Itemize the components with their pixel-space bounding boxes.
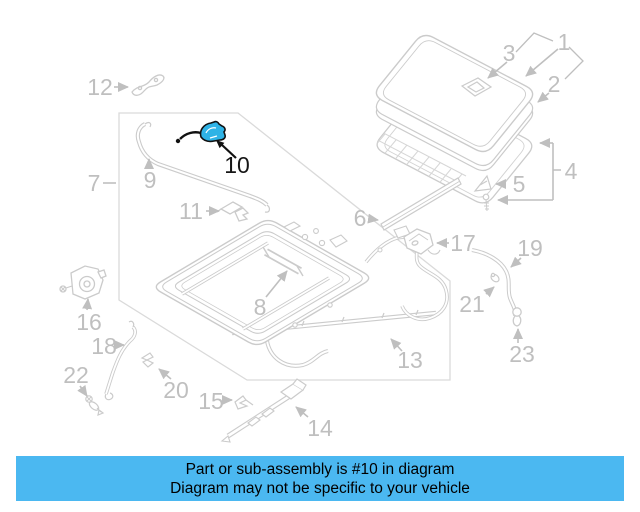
callout-23[interactable]: 23: [509, 341, 535, 367]
part-17-drain-spout: [403, 228, 441, 255]
banner-line1: Part or sub-assembly is #10 in diagram: [185, 461, 455, 478]
part-18-rod: [104, 320, 137, 401]
part-9-deflector: [135, 121, 271, 213]
highlight-arrowhead: [216, 140, 225, 149]
info-banner: Part or sub-assembly is #10 in diagram D…: [16, 456, 624, 501]
bracket-4: [552, 143, 561, 200]
callout-leaders: [77, 32, 584, 418]
callout-16[interactable]: 16: [76, 309, 102, 335]
bracket-1-2: [564, 46, 584, 80]
part-22-bolt: [85, 395, 105, 416]
part-19-drain-hose: [471, 248, 518, 317]
leader-8: [265, 270, 288, 298]
glass-panel: [375, 34, 534, 153]
callout-15[interactable]: 15: [198, 388, 224, 414]
leader-20: [158, 368, 172, 380]
callout-8[interactable]: 8: [254, 294, 267, 320]
callout-17[interactable]: 17: [450, 230, 476, 256]
callout-12[interactable]: 12: [87, 74, 113, 100]
leader-3: [487, 61, 508, 79]
callout-numbers: 1 2 3 4 5 6 7 8 9 10 11 12 13 14 15 16 1…: [63, 29, 577, 441]
leader-22: [77, 384, 88, 397]
callout-19[interactable]: 19: [517, 235, 543, 261]
banner-line2: Diagram may not be specific to your vehi…: [170, 480, 470, 497]
callout-2[interactable]: 2: [548, 71, 561, 97]
part-20-clip: [140, 352, 155, 368]
leader-13: [390, 338, 403, 352]
leader-1: [525, 48, 559, 77]
callout-20[interactable]: 20: [163, 377, 189, 403]
frame-center-guide: [262, 246, 304, 277]
glass-latch: [460, 77, 493, 97]
callout-22[interactable]: 22: [63, 362, 89, 388]
callout-9[interactable]: 9: [144, 167, 157, 193]
callout-13[interactable]: 13: [397, 347, 423, 373]
frame-mechanism-details: [282, 221, 348, 328]
callout-1[interactable]: 1: [558, 29, 571, 55]
callout-3[interactable]: 3: [503, 40, 516, 66]
part-10-detail: [205, 127, 218, 139]
leader-2: [537, 91, 550, 103]
callout-21[interactable]: 21: [459, 291, 485, 317]
part-15-pin: [234, 395, 254, 410]
part-21-clamp: [490, 272, 500, 283]
part-10-bracket: [199, 120, 226, 143]
part-16-motor: [59, 265, 107, 300]
leader-21: [483, 286, 495, 298]
part-10-strap: [179, 131, 202, 140]
leader-6: [367, 213, 379, 224]
bracket-1-3: [515, 32, 554, 53]
callout-4[interactable]: 4: [565, 158, 578, 184]
callout-5[interactable]: 5: [513, 171, 526, 197]
part-11-clip: [216, 201, 250, 222]
part-6-seal-strip: [380, 177, 462, 231]
callout-14[interactable]: 14: [307, 415, 333, 441]
part-23-grommet: [512, 307, 522, 327]
callout-18[interactable]: 18: [91, 333, 117, 359]
callout-10-highlighted[interactable]: 10: [224, 152, 250, 178]
highlight-arrow: [221, 144, 237, 159]
part-12-bracket: [131, 74, 165, 96]
leader-16: [82, 298, 93, 311]
highlighted-part-10[interactable]: [175, 120, 237, 159]
part-10-strap-end: [175, 138, 181, 144]
callout-6[interactable]: 6: [354, 205, 367, 231]
leader-14: [295, 406, 309, 418]
callout-7[interactable]: 7: [88, 170, 101, 196]
callout-11[interactable]: 11: [179, 198, 203, 224]
leader-19: [510, 256, 522, 268]
part-5-clip: [473, 174, 492, 212]
part-14-guide-rail: [220, 378, 307, 443]
